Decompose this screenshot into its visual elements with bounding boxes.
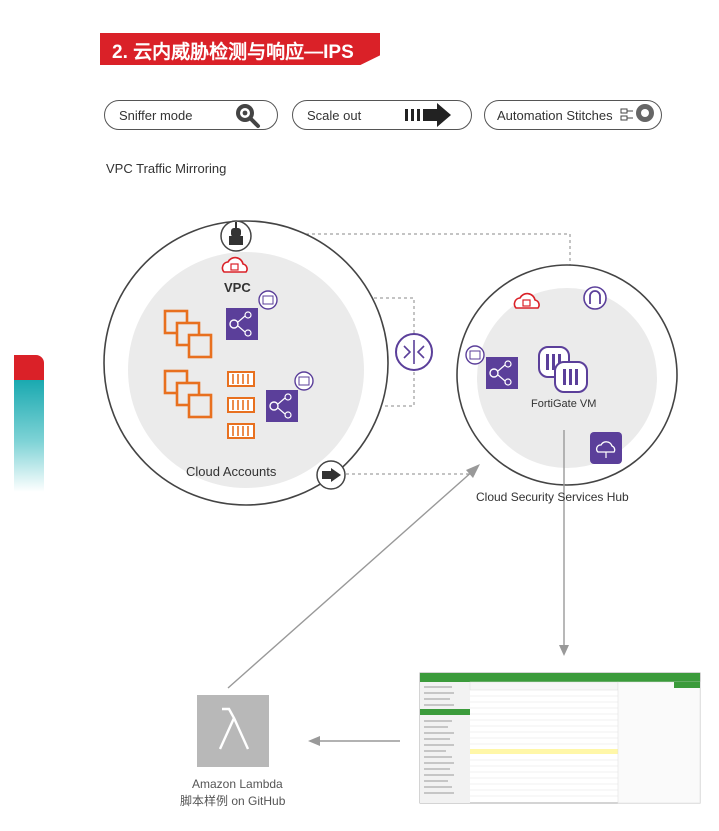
network-interface-icon-2 bbox=[266, 390, 298, 422]
hub-eni-badge-icon bbox=[465, 345, 485, 365]
side-tab-teal bbox=[14, 380, 44, 492]
sniffer-mode-pill: Sniffer mode bbox=[104, 100, 278, 130]
eni-badge-icon-2 bbox=[294, 371, 314, 391]
scale-out-pill: Scale out bbox=[292, 100, 472, 130]
network-interface-icon bbox=[226, 308, 258, 340]
automation-stitches-pill: Automation Stitches bbox=[484, 100, 662, 130]
page-title: 2. 云内威胁检测与响应—IPS bbox=[112, 42, 354, 63]
sniffer-mode-label: Sniffer mode bbox=[119, 107, 193, 123]
vpc-endpoint-icon bbox=[316, 460, 346, 490]
automation-stitches-label: Automation Stitches bbox=[497, 107, 613, 123]
eni-badge-icon bbox=[258, 290, 278, 310]
traffic-mirror-icon bbox=[395, 333, 433, 371]
fortigate-vm-label: FortiGate VM bbox=[531, 398, 597, 410]
fortigate-vm-icon bbox=[538, 346, 588, 393]
vpc-label: VPC bbox=[224, 280, 251, 295]
console-table-rows bbox=[470, 695, 618, 797]
vpc-cloud-lock-icon bbox=[221, 256, 248, 273]
fortigate-console-screenshot bbox=[419, 672, 701, 804]
ec2-instances-bottom-icon bbox=[163, 369, 213, 419]
magnifier-virus-icon bbox=[236, 104, 260, 128]
scale-out-arrow-icon bbox=[405, 103, 451, 127]
cloud-service-icon bbox=[590, 432, 622, 464]
internet-gateway-icon bbox=[220, 220, 252, 252]
lambda-caption-line1: Amazon Lambda bbox=[192, 777, 283, 791]
lambda-caption-line2: 脚本样例 on GitHub bbox=[180, 794, 286, 808]
hub-cloud-lock-icon bbox=[513, 292, 540, 309]
cloud-accounts-label: Cloud Accounts bbox=[186, 464, 277, 479]
automation-gear-icon bbox=[620, 104, 654, 122]
transit-gateway-icon bbox=[583, 286, 607, 310]
ec2-instances-top-icon bbox=[163, 309, 213, 359]
aws-lambda-icon bbox=[197, 695, 269, 767]
hub-caption: Cloud Security Services Hub bbox=[476, 490, 629, 504]
log-flow-arrowhead bbox=[559, 645, 569, 656]
console-to-lambda-arrowhead bbox=[308, 736, 320, 746]
lambda-to-hub-arrow bbox=[227, 469, 475, 689]
lambda-to-hub-arrowhead bbox=[466, 464, 480, 478]
console-sidebar-items bbox=[424, 686, 454, 794]
container-stack-icon bbox=[227, 371, 255, 439]
hub-network-interface-icon bbox=[486, 357, 518, 389]
vpc-traffic-mirroring-label: VPC Traffic Mirroring bbox=[106, 161, 227, 176]
title-banner bbox=[100, 33, 380, 65]
side-tab-red bbox=[14, 355, 44, 383]
scale-out-label: Scale out bbox=[307, 107, 362, 123]
